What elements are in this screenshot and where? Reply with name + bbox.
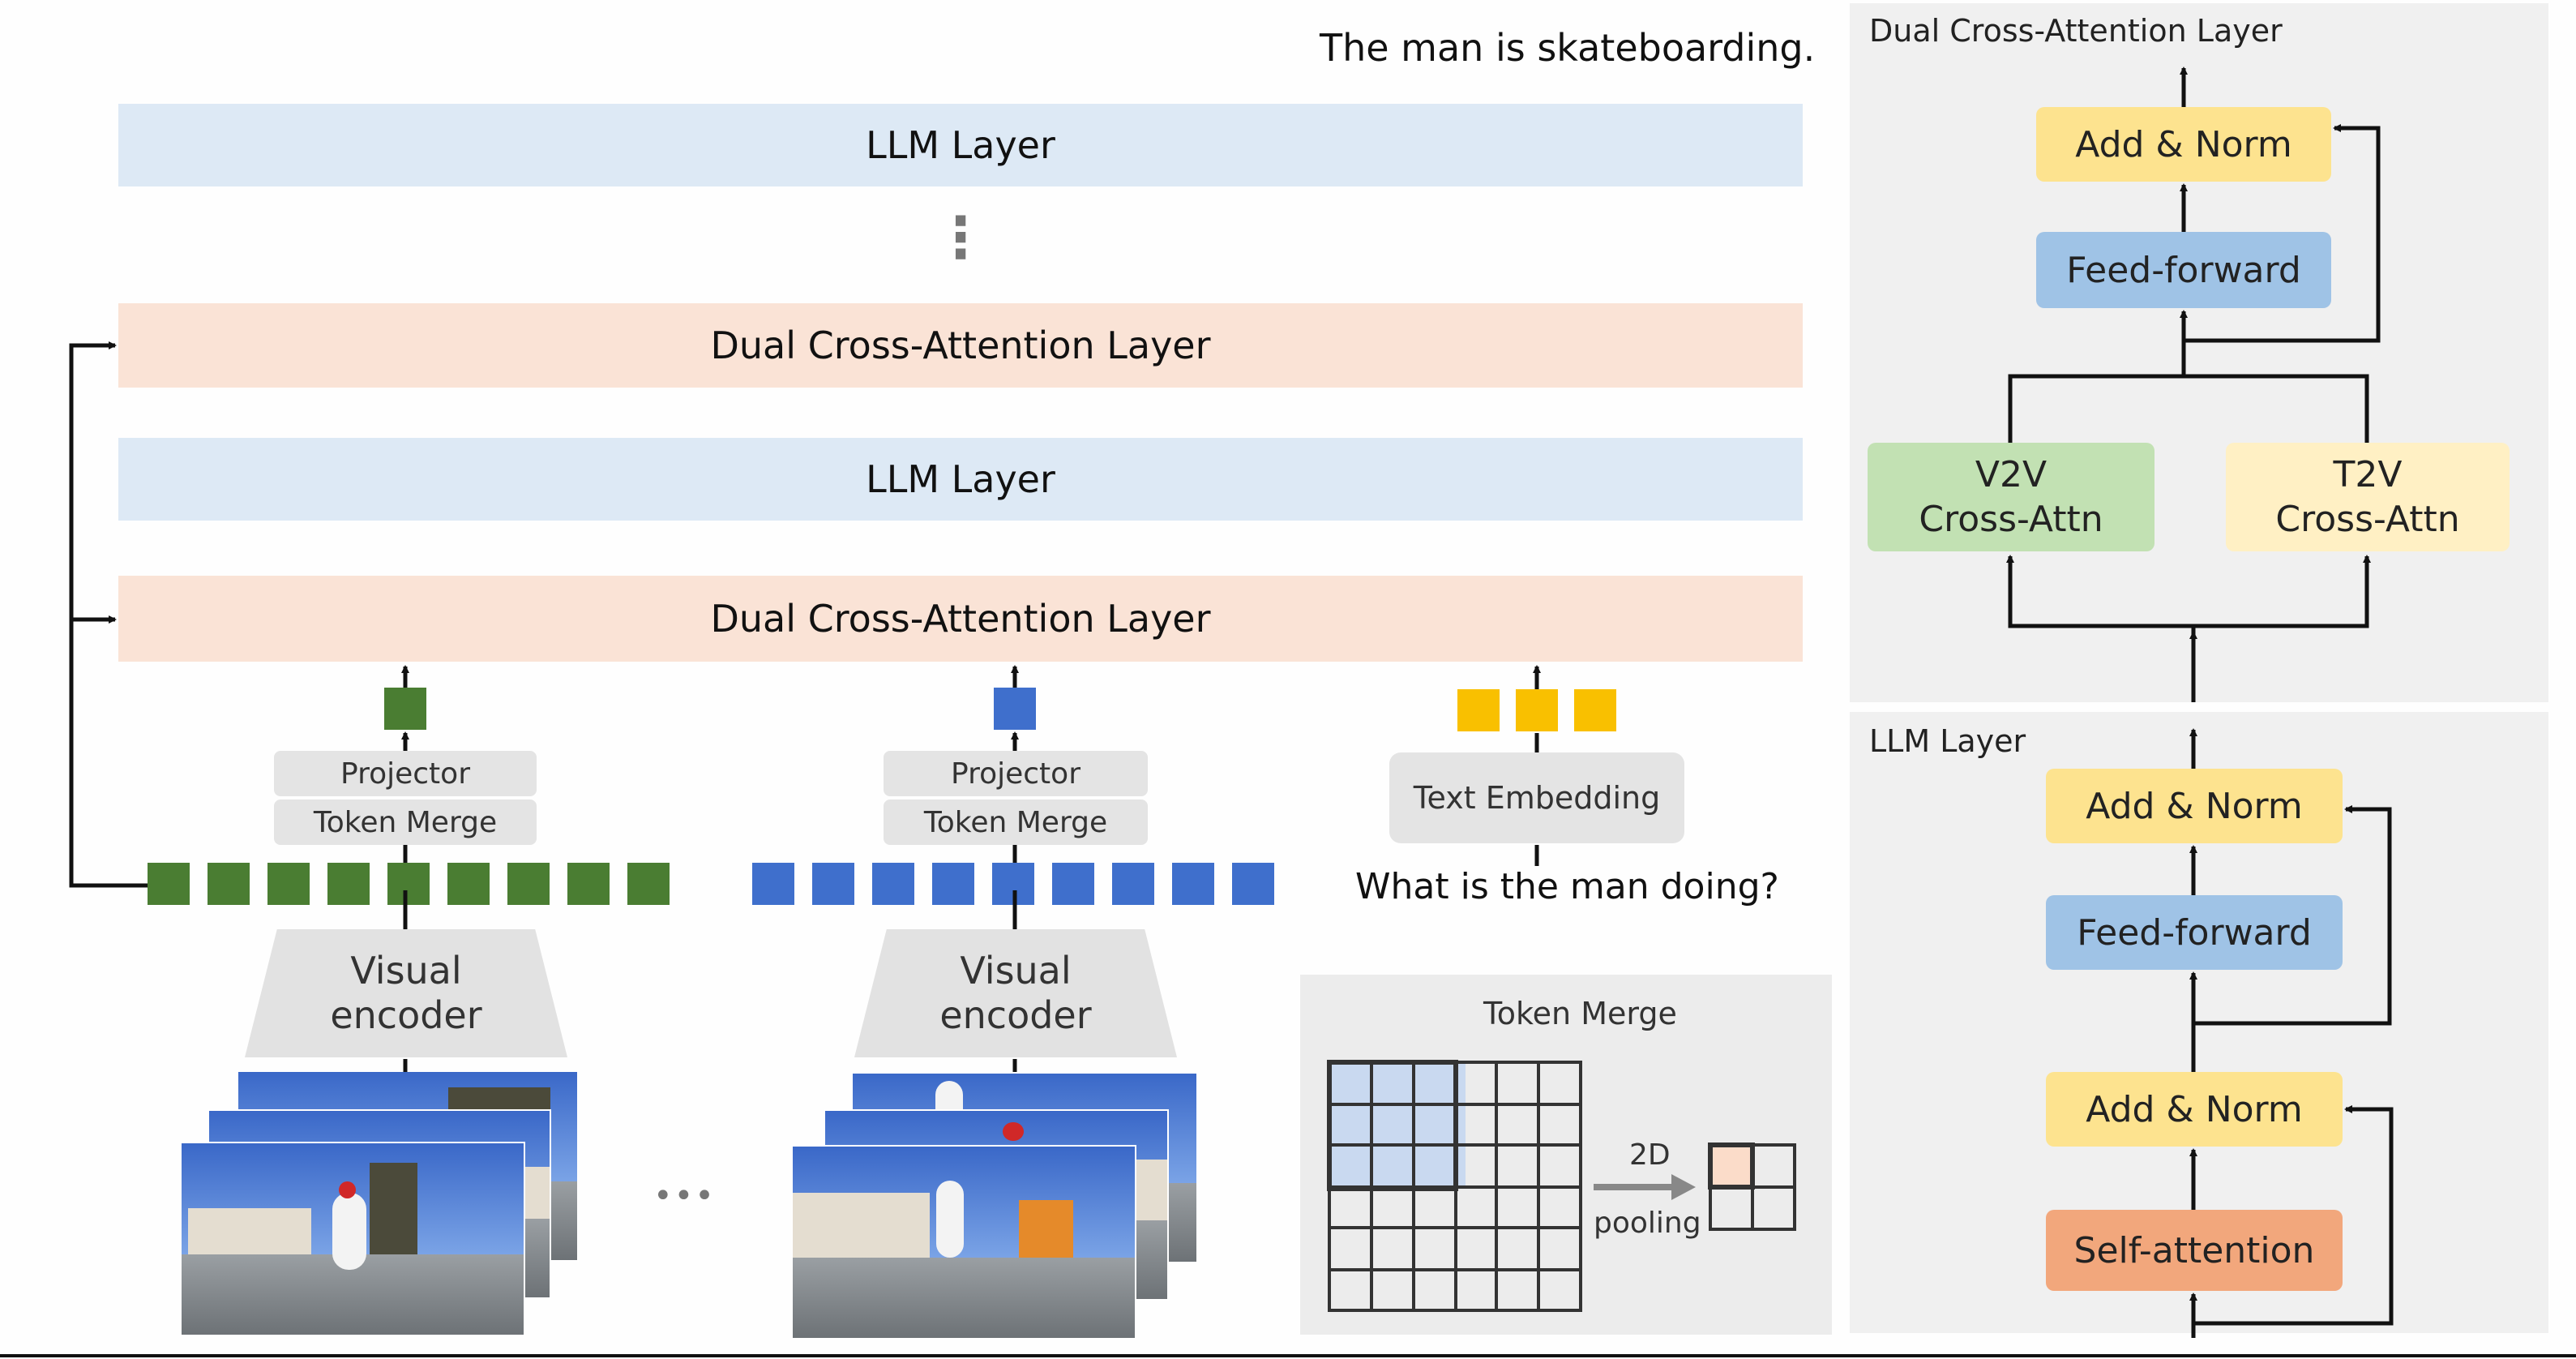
right-token-merge-label: Token Merge	[923, 805, 1108, 839]
right-merged-token	[994, 688, 1036, 730]
dca-layer-lower: Dual Cross-Attention Layer	[118, 576, 1803, 662]
left-projector: Projector	[274, 751, 537, 796]
token-grid	[1327, 1060, 1582, 1312]
left-visual-token	[267, 863, 310, 905]
text-embedding-label: Text Embedding	[1413, 780, 1661, 816]
llm-layer-mid-label: LLM Layer	[866, 457, 1055, 501]
left-token-merge: Token Merge	[274, 800, 537, 845]
t2v-cross-attn-label: T2V Cross-Attn	[2275, 454, 2460, 540]
llm-detail-title: LLM Layer	[1869, 723, 2026, 759]
left-visual-encoder: Visual encoder	[245, 929, 567, 1057]
right-token-merge: Token Merge	[884, 800, 1148, 845]
stack-ellipsis: ⋮	[932, 204, 989, 271]
left-visual-token	[507, 863, 550, 905]
output-text: The man is skateboarding.	[1320, 26, 1816, 70]
left-frame-1	[180, 1142, 525, 1336]
right-projector-label: Projector	[951, 757, 1080, 791]
llm-self-attention-label: Self-attention	[2073, 1229, 2315, 1271]
llm-layer-top: LLM Layer	[118, 104, 1803, 186]
llm-add-norm-top-label: Add & Norm	[2086, 785, 2303, 827]
left-visual-token	[387, 863, 430, 905]
frames-ellipsis: •••	[653, 1177, 716, 1215]
llm-layer-top-label: LLM Layer	[866, 123, 1055, 167]
left-visual-token	[208, 863, 250, 905]
llm-self-attention: Self-attention	[2046, 1210, 2343, 1291]
dca-layer-upper: Dual Cross-Attention Layer	[118, 303, 1803, 388]
left-visual-token	[327, 863, 370, 905]
right-visual-token	[812, 863, 854, 905]
dca-add-norm-label: Add & Norm	[2075, 123, 2292, 165]
right-visual-encoder-label: Visual encoder	[939, 948, 1092, 1037]
llm-feed-forward: Feed-forward	[2046, 895, 2343, 970]
skip-arrow-upper	[69, 341, 148, 888]
left-visual-token	[148, 863, 190, 905]
t2v-cross-attn: T2V Cross-Attn	[2226, 443, 2510, 551]
pooling-op-line2: pooling	[1594, 1207, 1701, 1240]
right-visual-token	[1052, 863, 1094, 905]
dca-feed-forward-label: Feed-forward	[2066, 249, 2301, 291]
dca-detail-title: Dual Cross-Attention Layer	[1869, 13, 2283, 49]
left-merged-token	[384, 688, 426, 730]
right-visual-token	[1112, 863, 1154, 905]
right-visual-token	[1232, 863, 1274, 905]
llm-add-norm-bottom: Add & Norm	[2046, 1072, 2343, 1147]
right-visual-token	[752, 863, 794, 905]
right-projector: Projector	[884, 751, 1148, 796]
left-visual-token	[627, 863, 670, 905]
llm-add-norm-bottom-label: Add & Norm	[2086, 1088, 2303, 1130]
llm-feed-forward-label: Feed-forward	[2077, 911, 2312, 954]
llm-add-norm-top: Add & Norm	[2046, 769, 2343, 843]
dca-layer-upper-label: Dual Cross-Attention Layer	[710, 324, 1211, 367]
dca-layer-lower-label: Dual Cross-Attention Layer	[710, 597, 1211, 641]
left-visual-token	[447, 863, 490, 905]
left-visual-encoder-label: Visual encoder	[330, 948, 482, 1037]
llm-layer-mid: LLM Layer	[118, 438, 1803, 521]
left-token-merge-label: Token Merge	[313, 805, 498, 839]
pooling-arrow	[1594, 1174, 1696, 1200]
pooling-op-line1: 2D	[1629, 1138, 1671, 1172]
right-frame-1	[791, 1145, 1136, 1340]
dca-add-norm: Add & Norm	[2036, 107, 2331, 182]
text-embedding: Text Embedding	[1389, 752, 1684, 843]
right-visual-token	[872, 863, 914, 905]
right-visual-encoder: Visual encoder	[854, 929, 1177, 1057]
pooled-grid	[1708, 1143, 1796, 1231]
text-token-1	[1457, 689, 1500, 731]
left-visual-token	[567, 863, 610, 905]
left-projector-label: Projector	[340, 757, 470, 791]
text-token-3	[1574, 689, 1616, 731]
v2v-cross-attn-label: V2V Cross-Attn	[1919, 454, 2103, 540]
right-visual-token	[1172, 863, 1214, 905]
question-text: What is the man doing?	[1355, 866, 1779, 907]
token-merge-panel-title: Token Merge	[1483, 996, 1677, 1031]
text-token-2	[1516, 689, 1558, 731]
v2v-cross-attn: V2V Cross-Attn	[1868, 443, 2155, 551]
right-visual-token	[932, 863, 974, 905]
dca-feed-forward: Feed-forward	[2036, 232, 2331, 308]
